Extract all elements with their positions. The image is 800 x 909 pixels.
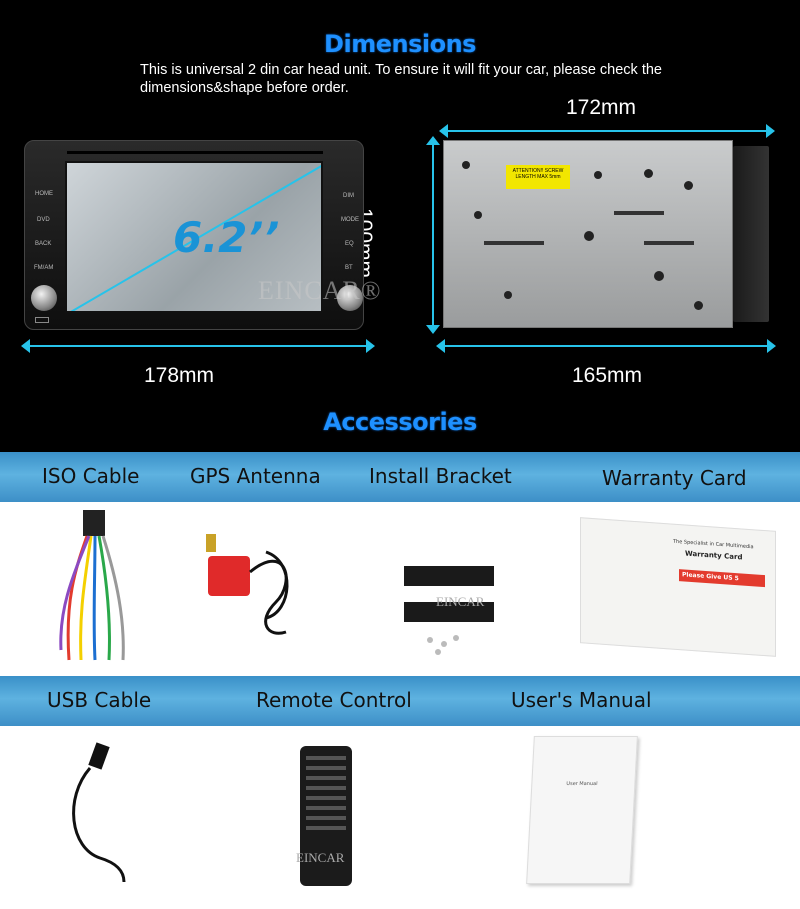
warranty-card-banner: Please Give US 5	[679, 569, 765, 588]
tune-knob-icon	[337, 285, 363, 311]
remote-control-label: Remote Control	[256, 688, 412, 712]
chassis-side-image: ATTENTION!! SCREW LENGTH MAX 5mm	[443, 140, 769, 328]
chassis-slot	[614, 211, 664, 215]
brand-name: EINCAR	[258, 276, 361, 305]
width-arrow	[439, 124, 775, 138]
intro-text: This is universal 2 din car head unit. T…	[140, 62, 662, 96]
height-arrow	[426, 136, 440, 334]
chassis-hole	[474, 211, 482, 219]
dimensions-title: Dimensions	[324, 30, 476, 58]
chassis-body: ATTENTION!! SCREW LENGTH MAX 5mm	[443, 140, 733, 328]
manual-cover-title: User Manual	[566, 781, 598, 787]
users-manual-label: User's Manual	[511, 688, 652, 712]
gps-antenna-label: GPS Antenna	[190, 464, 321, 488]
remote-watermark: EINCAR	[296, 850, 345, 865]
accessories-panel-row2: EINCAR User Manual	[0, 726, 800, 909]
front-width-label: 178mm	[144, 364, 215, 387]
screen-diagonal-icon	[70, 165, 321, 311]
gps-antenna-icon	[206, 534, 289, 635]
screen-size-label: 6.2’’	[173, 213, 280, 262]
remote-control-image	[300, 746, 352, 886]
home-button-label: HOME	[35, 191, 53, 197]
warranty-card-image: The Specialist in Car Multimedia Warrant…	[580, 517, 776, 657]
depth-label: 165mm	[572, 364, 643, 387]
install-bracket-label: Install Bracket	[369, 464, 512, 488]
width-label: 172mm	[566, 96, 637, 119]
chassis-hole	[644, 169, 653, 178]
eq-button-label: EQ	[345, 241, 354, 247]
chassis-hole	[694, 301, 703, 310]
brand-watermark: EINCAR®	[258, 276, 382, 306]
usb-cable-label: USB Cable	[47, 688, 152, 712]
dim-button-label: DIM	[343, 193, 354, 199]
head-unit-front-image: HOME DVD BACK FM/AM DIM MODE EQ BT 6.2’’	[24, 140, 364, 330]
dvd-button-label: DVD	[37, 217, 50, 223]
user-manual-image: User Manual	[526, 736, 638, 884]
usb-cable-icon	[72, 742, 126, 883]
accessories-panel-row1: EINCAR The Specialist in Car Multimedia …	[0, 502, 800, 676]
chassis-front-panel	[733, 146, 769, 322]
mode-button-label: MODE	[341, 217, 359, 223]
chassis-hole	[504, 291, 512, 299]
chassis-hole	[684, 181, 693, 190]
chassis-hole	[594, 171, 602, 179]
bracket-watermark: EINCAR	[436, 594, 485, 609]
accessories-bar-row2: USB Cable Remote Control User's Manual	[0, 676, 800, 726]
chassis-slot	[484, 241, 544, 245]
install-bracket-icon	[404, 566, 494, 655]
accessories-title: Accessories	[323, 408, 477, 436]
chassis-hole	[462, 161, 470, 169]
chassis-hole	[584, 231, 594, 241]
chassis-hole	[654, 271, 664, 281]
fmam-button-label: FM/AM	[34, 265, 54, 271]
attention-label: ATTENTION!! SCREW LENGTH MAX 5mm	[506, 165, 570, 189]
warranty-card-heading: Warranty Card	[685, 549, 743, 562]
warranty-card-label: Warranty Card	[602, 466, 747, 490]
brand-mark: ®	[360, 276, 382, 305]
iso-cable-label: ISO Cable	[42, 464, 140, 488]
disc-slot	[67, 151, 323, 154]
depth-arrow	[436, 339, 776, 353]
iso-cable-icon	[59, 510, 125, 661]
front-width-arrow	[21, 339, 375, 353]
accessories-bar-row1: ISO Cable GPS Antenna Install Bracket Wa…	[0, 452, 800, 502]
chassis-slot	[644, 241, 694, 245]
unit-screen	[65, 161, 323, 313]
bt-button-label: BT	[345, 265, 353, 271]
back-button-label: BACK	[35, 241, 52, 247]
remote-buttons	[306, 756, 346, 836]
volume-knob-icon	[31, 285, 57, 311]
usb-port-icon	[35, 317, 49, 323]
